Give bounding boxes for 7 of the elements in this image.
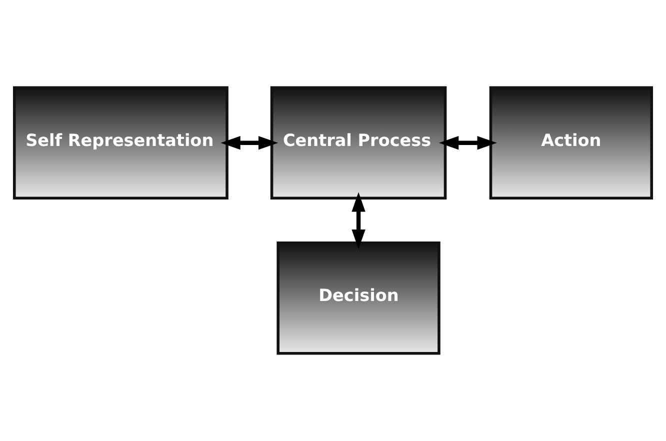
node-box: Action [489, 86, 654, 200]
arrow [439, 136, 497, 150]
node-box: Central Process [270, 86, 447, 200]
arrow [220, 136, 278, 150]
node-box: Self Representation [12, 86, 228, 200]
arrow [352, 192, 366, 250]
node-box: Decision [276, 241, 440, 355]
